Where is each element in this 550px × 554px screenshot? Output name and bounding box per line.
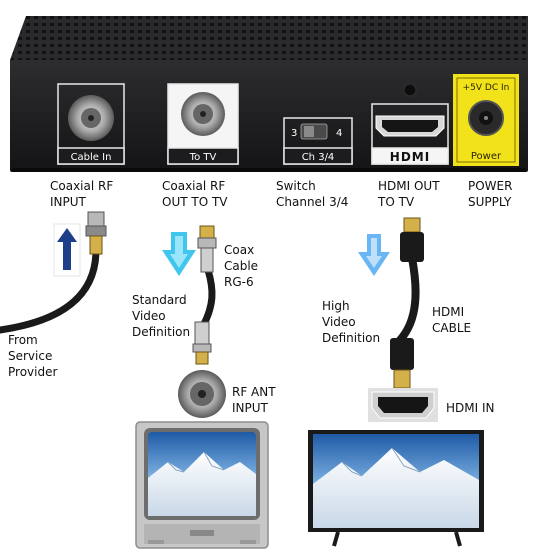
power-supply-label: POWER SUPPLY: [468, 179, 513, 209]
hdmi-out-port: HDMI: [371, 103, 449, 165]
set-top-box: Cable In To TV 3 4 Ch 3/4 HDMI: [10, 16, 528, 172]
coax-rf-input-label: Coaxial RF INPUT: [50, 179, 114, 209]
to-tv-label: To TV: [189, 152, 217, 163]
hdmi-plug-icon: [400, 217, 424, 262]
hdmi-cable-label: HDMI CABLE: [432, 305, 472, 335]
coax-rg6-cable: [199, 266, 216, 330]
device-base: [12, 168, 526, 172]
upload-arrow-icon: [53, 223, 81, 277]
switch-right-number: 4: [336, 128, 342, 139]
hdmi-cable: [396, 254, 420, 344]
tv-screen: [313, 434, 479, 528]
hdmi-plug-icon: [390, 338, 414, 389]
device-rear-panel: [10, 60, 528, 172]
down-arrow-icon: [358, 234, 390, 276]
switch-channel-label: Switch Channel 3/4: [276, 179, 349, 209]
power-rating: +5V DC In: [463, 83, 510, 93]
rf-ant-input-connector: [178, 370, 226, 418]
crt-tv: [135, 421, 269, 549]
tv-screen: [148, 432, 256, 516]
cable-in-port: Cable In: [57, 83, 125, 165]
channel-switch: 3 4 Ch 3/4: [283, 117, 353, 165]
device-top-vents: [10, 16, 528, 60]
coax-plug-icon: [85, 211, 107, 255]
from-provider-label: From Service Provider: [8, 333, 58, 379]
power-label: Power: [471, 151, 502, 162]
rf-ant-input-label: RF ANT INPUT: [232, 385, 276, 415]
high-definition-label: High Video Definition: [322, 299, 381, 345]
coax-rf-out-label: Coaxial RF OUT TO TV: [162, 179, 228, 209]
down-arrow-icon: [162, 232, 196, 276]
coax-plug-icon: [197, 225, 217, 273]
coax-cable-label: Coax Cable RG-6: [224, 243, 259, 289]
coax-plug-icon: [192, 321, 212, 365]
power-port: +5V DC In Power: [453, 74, 519, 166]
to-tv-port: To TV: [167, 83, 239, 165]
screw-icon: [403, 83, 417, 97]
hdmi-out-label: HDMI OUT TO TV: [378, 179, 440, 209]
hdmi-in-connector: [368, 388, 438, 422]
provider-coax-cable: [0, 246, 100, 334]
hdmi-in-label: HDMI IN: [446, 401, 495, 415]
switch-left-number: 3: [291, 128, 297, 139]
hdmi-port-logo: HDMI: [390, 150, 430, 164]
cable-in-label: Cable In: [71, 152, 112, 163]
channel-label: Ch 3/4: [302, 152, 335, 163]
flat-tv: [308, 430, 484, 547]
standard-definition-label: Standard Video Definition: [132, 293, 191, 339]
